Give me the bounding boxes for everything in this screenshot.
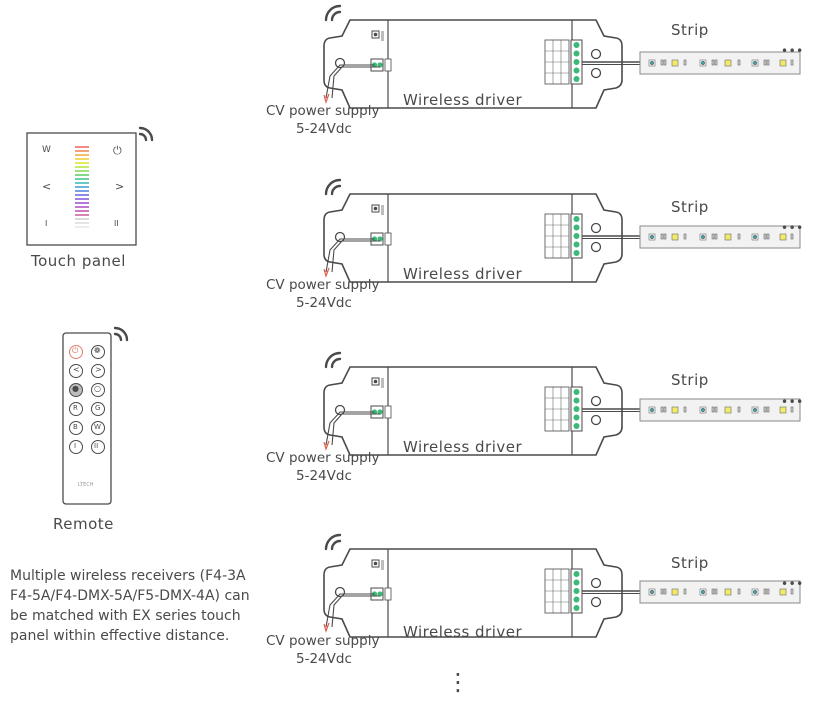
remote-key-right: > [95,365,102,374]
signal-icon [138,126,154,142]
touch-key-w: W [42,145,51,155]
driver-label-1: Wireless driver [403,91,523,109]
strip-label-2: Strip [671,198,709,216]
remote-key-g: G [95,404,101,412]
strip-continuation-2: ••• [781,221,804,235]
remote-label: Remote [53,515,114,533]
power-supply-voltage-3: 5-24Vdc [296,468,352,484]
remote-key-r: R [73,404,78,412]
remote-key-w: W [94,423,101,431]
driver-label-2: Wireless driver [403,265,523,283]
strip-label-1: Strip [671,21,709,39]
remote-key-circle: ○ [94,384,101,393]
strip-continuation-4: ••• [781,577,804,591]
remote-key-two: II [94,442,99,450]
power-supply-voltage-4: 5-24Vdc [296,651,352,667]
power-supply-label-2: CV power supply [266,277,380,293]
remote-brand: LTECH [78,482,94,488]
touch-key-right: > [115,180,125,193]
touch-key-power-icon: ⏻ [113,144,122,157]
power-supply-label-1: CV power supply [266,103,380,119]
strip-label-4: Strip [671,554,709,572]
driver-unit-1 [322,4,802,110]
remote-key-b: B [73,423,78,431]
remote-key-left: < [73,365,80,374]
driver-unit-3 [322,351,802,457]
touch-panel [26,126,154,246]
driver-label-4: Wireless driver [403,623,523,641]
driver-label-3: Wireless driver [403,438,523,456]
strip-continuation-3: ••• [781,395,804,409]
power-supply-voltage-1: 5-24Vdc [296,121,352,137]
strip-label-3: Strip [671,371,709,389]
touch-key-left: < [42,180,52,193]
remote-key-one: I [74,442,77,450]
touch-key-one: I [45,219,48,228]
power-supply-label-4: CV power supply [266,633,380,649]
power-supply-label-3: CV power supply [266,450,380,466]
remote-key-power-icon: ⏻ [72,346,79,355]
power-supply-voltage-2: 5-24Vdc [296,295,352,311]
color-slider [75,146,89,228]
touch-panel-label: Touch panel [31,252,126,270]
compatibility-note: Multiple wireless receivers (F4-3A F4-5A… [10,568,250,644]
strip-continuation-1: ••• [781,44,804,58]
remote-key-dot: ● [72,384,79,393]
driver-unit-4 [322,533,802,639]
signal-icon [113,326,129,342]
touch-key-two: II [114,219,119,228]
remote [62,326,129,505]
driver-unit-2 [322,178,802,284]
remote-key-mode-icon: ❁ [94,346,101,355]
more-receivers-indicator: ⋮ [446,668,470,696]
